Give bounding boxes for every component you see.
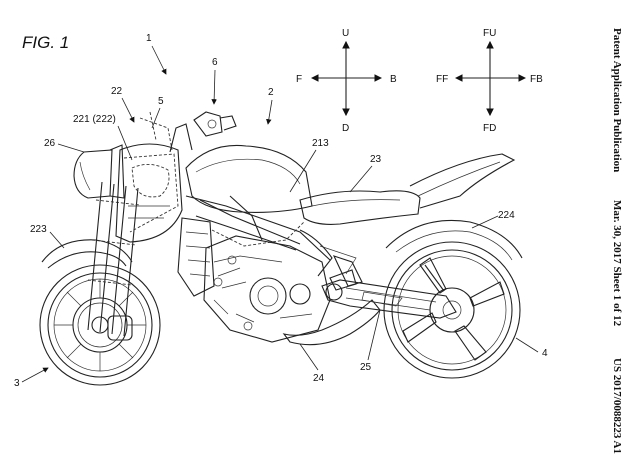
- rear-fender: [385, 219, 523, 259]
- label-b: B: [390, 74, 397, 85]
- label-fd: FD: [483, 123, 496, 134]
- label-d: D: [342, 123, 349, 134]
- date-sheet: Mar. 30, 2017 Sheet 1 of 12: [611, 200, 623, 327]
- ref-24: 24: [313, 373, 325, 384]
- handlebar: [169, 111, 237, 153]
- headlight: [73, 144, 125, 199]
- label-fu: FU: [483, 28, 496, 39]
- publication-title: Patent Application Publication: [611, 28, 623, 172]
- ref-23: 23: [370, 154, 382, 165]
- ref-224: 224: [498, 210, 515, 221]
- ref-2: 2: [268, 87, 274, 98]
- direction-cross-left: U D F B: [296, 28, 397, 134]
- motorcycle-drawing: [39, 111, 523, 386]
- reference-labels: 1 6 2 22 5 221 (222) 26 213 23 224 223 2…: [14, 33, 548, 389]
- label-u: U: [342, 28, 349, 39]
- ref-4: 4: [542, 348, 548, 359]
- ref-26: 26: [44, 138, 56, 149]
- ref-25: 25: [360, 362, 372, 373]
- label-fb: FB: [530, 74, 543, 85]
- direction-cross-right: FU FD FF FB: [436, 28, 543, 134]
- rear-wheel: [383, 241, 521, 379]
- ref-221: 221 (222): [73, 114, 116, 125]
- label-ff: FF: [436, 74, 448, 85]
- ref-223: 223: [30, 224, 47, 235]
- publication-number: US 2017/0088223 A1: [611, 358, 623, 454]
- front-cowl: [115, 111, 183, 243]
- fuel-tank: [185, 144, 313, 213]
- ref-5: 5: [158, 96, 164, 107]
- ref-6: 6: [212, 57, 218, 68]
- ref-213: 213: [312, 138, 329, 149]
- side-header: Patent Application Publication Mar. 30, …: [611, 28, 623, 454]
- ref-3: 3: [14, 378, 20, 389]
- tail-cowl: [409, 153, 516, 209]
- engine: [203, 235, 331, 343]
- exhaust: [282, 299, 381, 346]
- label-f: F: [296, 74, 302, 85]
- frame: [185, 195, 333, 277]
- rear-shock: [332, 255, 363, 287]
- radiator: [177, 217, 215, 297]
- ref-1: 1: [146, 33, 152, 44]
- figure-label: FIG. 1: [22, 33, 69, 52]
- front-wheel: [39, 264, 161, 386]
- ref-22: 22: [111, 86, 123, 97]
- seat: [299, 190, 421, 225]
